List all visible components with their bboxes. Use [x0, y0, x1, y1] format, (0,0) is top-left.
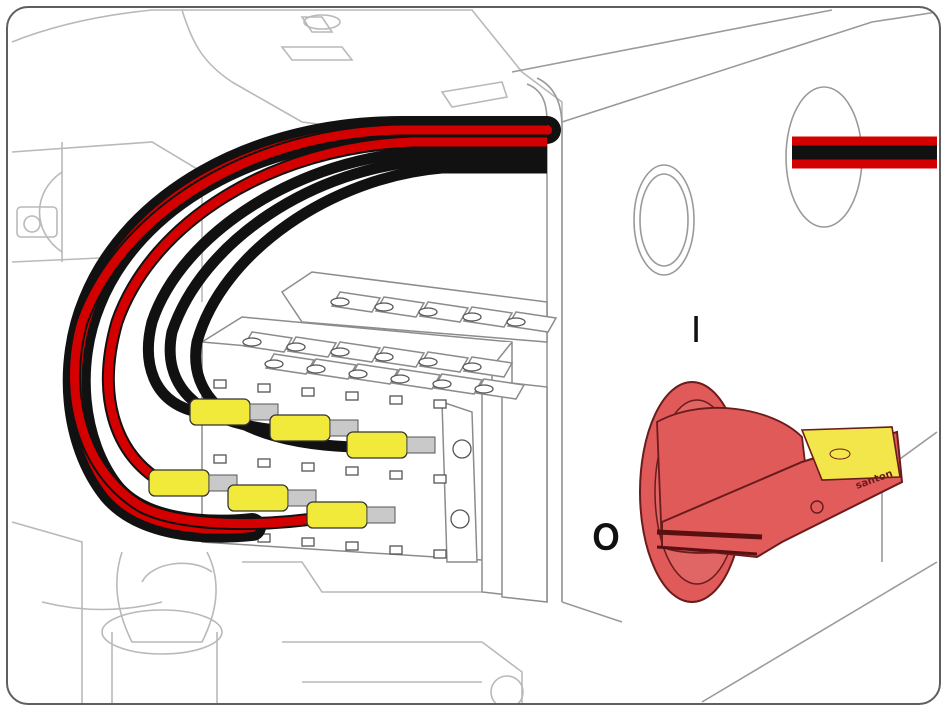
black-wire-1 — [142, 146, 547, 418]
terminal-clamp-back — [506, 311, 558, 333]
terminal-clamp-front — [462, 356, 514, 378]
terminal-clamp-front — [330, 341, 382, 363]
terminal-slot — [433, 399, 447, 409]
terminal-slot — [389, 470, 403, 480]
terminal-clamp-back — [374, 296, 426, 318]
terminal-slot — [301, 387, 315, 397]
switch-on-label: I — [691, 310, 702, 351]
terminal-slot — [301, 537, 315, 547]
enclosure-background — [11, 9, 563, 703]
terminal-clamp-back — [330, 291, 382, 313]
terminal-slot — [345, 466, 359, 476]
terminal-slot — [433, 549, 447, 559]
terminal-clamp-front — [264, 353, 316, 375]
terminal-slot — [389, 395, 403, 405]
ferrule-black-3 — [346, 431, 436, 459]
terminal-slot — [213, 379, 227, 389]
terminal-slot — [345, 391, 359, 401]
enclosure-front-panel — [511, 9, 938, 703]
terminal-slot — [389, 545, 403, 555]
cable-entry-hole — [633, 164, 695, 276]
terminal-clamp-front — [306, 358, 358, 380]
ferrule-black-1 — [189, 398, 279, 426]
terminal-slot — [257, 458, 271, 468]
ferrule-red-2 — [227, 484, 317, 512]
terminal-clamp-front — [242, 331, 294, 353]
terminal-clamp-back — [462, 306, 514, 328]
terminal-clamp-front — [374, 346, 426, 368]
terminal-clamp-front — [390, 368, 442, 390]
terminal-slot — [345, 541, 359, 551]
terminal-slot — [301, 462, 315, 472]
terminal-clamp-front — [432, 373, 484, 395]
terminal-clamp-front — [286, 336, 338, 358]
wiring-diagram: santon I O — [11, 9, 938, 703]
terminal-clamp-front — [474, 378, 526, 400]
terminal-clamp-front — [348, 363, 400, 385]
terminal-slot — [257, 383, 271, 393]
ferrule-red-3 — [306, 501, 396, 529]
terminal-clamp-back — [418, 301, 470, 323]
switch-handle-yellow-cap — [800, 426, 901, 481]
terminal-slot — [433, 474, 447, 484]
disconnect-switch-icon: santon — [639, 381, 904, 603]
switch-off-label: O — [593, 518, 620, 558]
illustration-frame: santon I O — [6, 6, 941, 705]
terminal-clamp-front — [418, 351, 470, 373]
black-wire-3 — [190, 162, 547, 453]
ferrules — [148, 398, 436, 529]
terminal-slot — [213, 454, 227, 464]
